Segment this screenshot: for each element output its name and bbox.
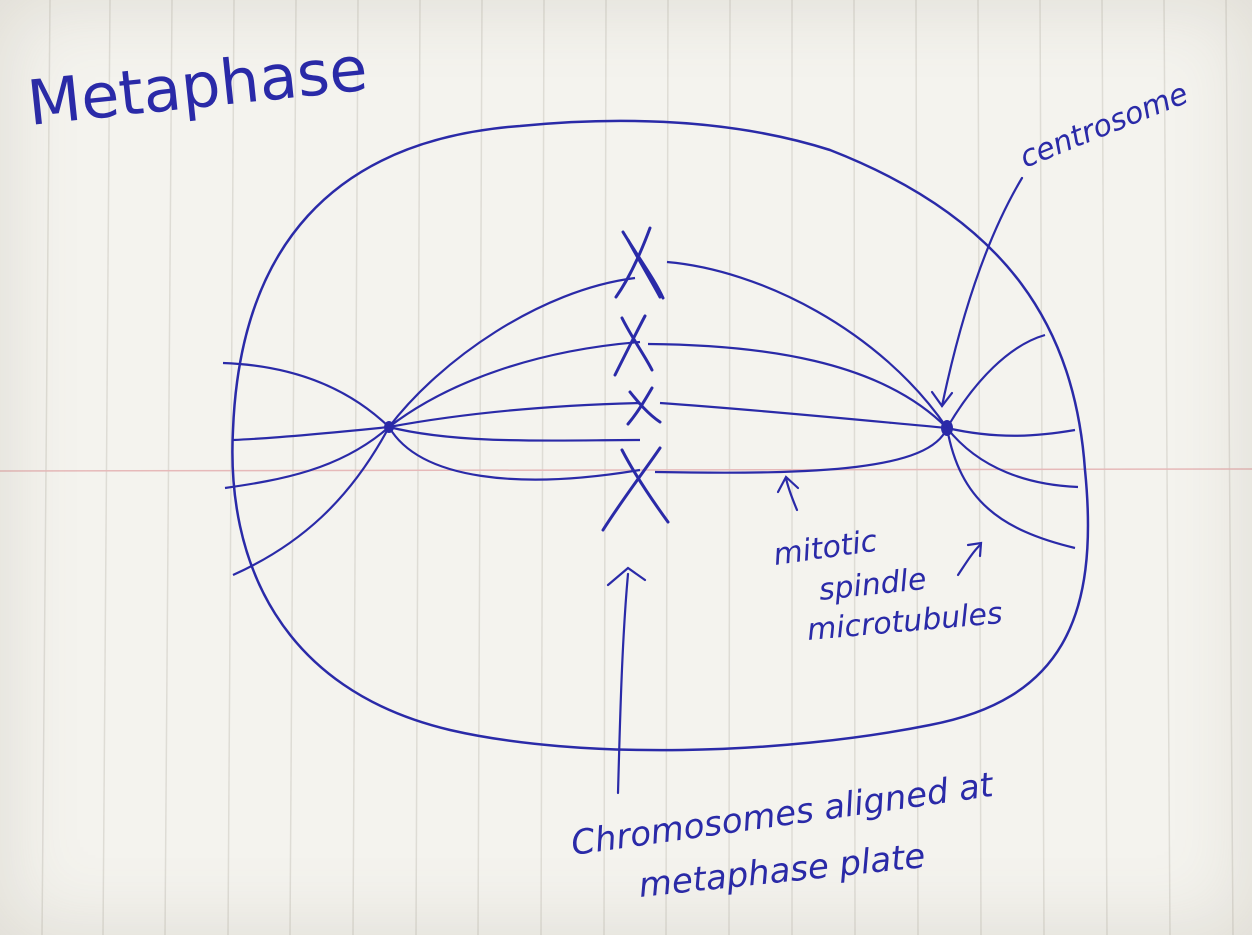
margin-line xyxy=(0,468,1252,472)
chromosome-arrow xyxy=(616,572,630,795)
spindle-arrow-2 xyxy=(956,543,982,577)
spindle-microtubules xyxy=(222,260,1079,577)
centrosome-arrow xyxy=(940,176,1024,408)
centrosome-label: centrosome xyxy=(1015,76,1193,175)
spindle-label-line1: mitotic xyxy=(771,524,880,573)
chromosome-3 xyxy=(626,386,662,426)
chromosomes xyxy=(601,226,670,532)
spindle-arrow-1 xyxy=(784,476,799,512)
annotation-arrows xyxy=(606,176,1024,795)
chromosomes-label-line1: Chromosomes aligned at xyxy=(569,765,997,864)
diagram-title: Metaphase xyxy=(24,32,371,140)
cell-membrane xyxy=(231,119,1090,752)
chromosome-1 xyxy=(614,226,665,300)
chromosome-4 xyxy=(601,446,670,532)
chromosome-2 xyxy=(613,314,654,377)
spindle-label-line2: spindle xyxy=(817,562,928,608)
